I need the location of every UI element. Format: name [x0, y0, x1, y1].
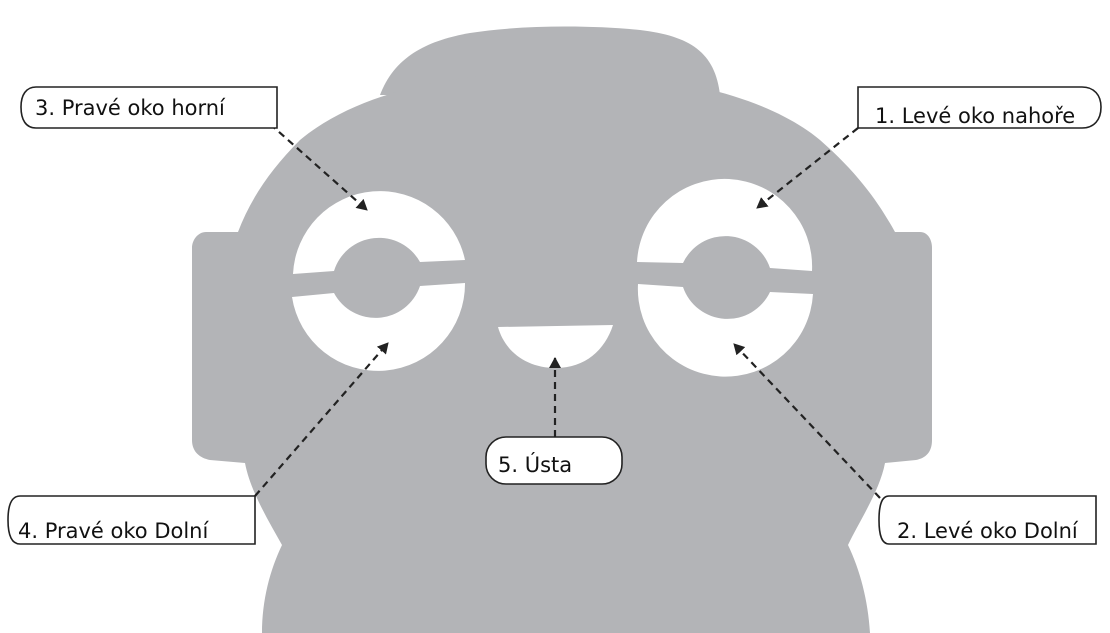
callout-right-eye-bottom: 4. Pravé oko Dolní	[7, 495, 256, 545]
callout-left-eye-bottom: 2. Levé oko Dolní	[878, 495, 1097, 545]
right-eye-top-ring	[293, 191, 465, 274]
callout-right-eye-bottom-border	[7, 495, 256, 545]
right-eye	[292, 191, 466, 371]
right-eye-bottom-ring	[292, 283, 466, 371]
label-mouth: 5. Ústa	[498, 452, 572, 477]
left-eye	[637, 178, 813, 377]
label-right-eye-bottom: 4. Pravé oko Dolní	[18, 519, 209, 543]
callout-left-eye-bottom-border	[878, 495, 1097, 545]
callout-right-eye-top-border	[20, 86, 278, 129]
arrow-right-eye-bottom	[254, 342, 389, 497]
label-right-eye-top: 3. Pravé oko horní	[35, 96, 226, 120]
arrows	[254, 123, 881, 499]
arrow-left-eye-top	[756, 127, 859, 209]
mouth-cutout	[498, 325, 613, 368]
callout-right-eye-top: 3. Pravé oko horní	[20, 86, 278, 129]
callout-left-eye-top: 1. Levé oko nahoře	[857, 86, 1102, 129]
left-eye-bottom-ring	[637, 284, 813, 377]
arrow-right-eye-top	[269, 123, 368, 211]
label-left-eye-bottom: 2. Levé oko Dolní	[897, 519, 1079, 543]
label-left-eye-top: 1. Levé oko nahoře	[875, 104, 1075, 128]
callout-left-eye-top-border	[857, 86, 1102, 129]
callout-mouth-border	[485, 436, 623, 485]
callout-mouth: 5. Ústa	[485, 436, 623, 485]
